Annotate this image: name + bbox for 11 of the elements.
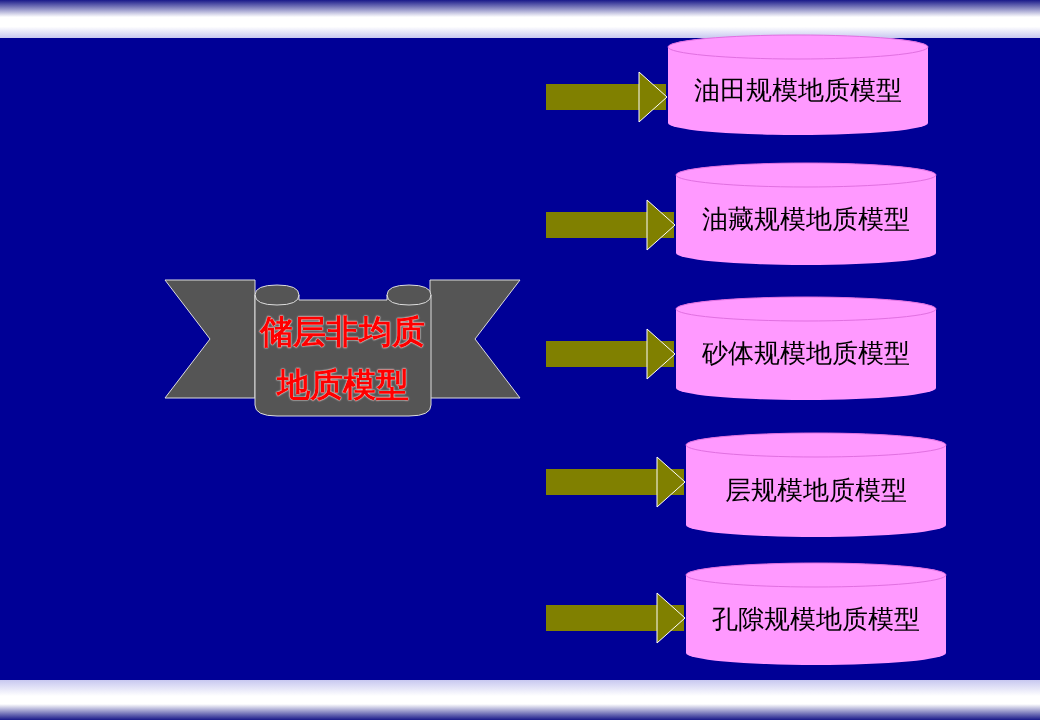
node-label: 油田规模地质模型: [694, 73, 902, 107]
banner-title: 储层非均质地质模型: [260, 311, 425, 406]
node-label: 砂体规模地质模型: [702, 337, 910, 370]
node-label: 孔隙规模地质模型: [712, 602, 920, 636]
block-arrow: [546, 592, 686, 644]
block-arrow: [546, 456, 686, 508]
node-label: 油藏规模地质模型: [702, 202, 910, 236]
block-arrow: [546, 71, 668, 123]
block-arrow: [546, 199, 676, 251]
block-arrow: [546, 328, 676, 380]
node-label: 层规模地质模型: [725, 473, 907, 507]
